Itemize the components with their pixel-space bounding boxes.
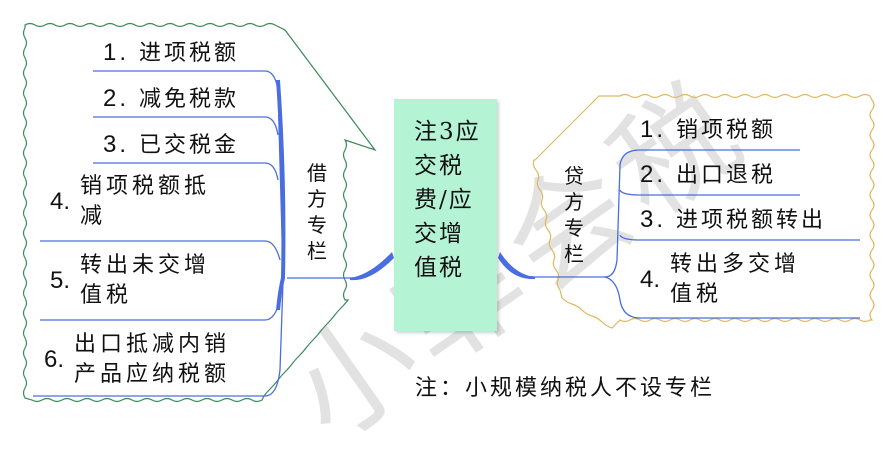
- right-item-2: 2. 出口退税: [640, 161, 777, 188]
- left-item-2: 2. 减免税款: [103, 85, 240, 112]
- left-item-3: 3. 已交税金: [103, 131, 240, 158]
- left-item-4: 4. 销项税额抵减: [50, 174, 211, 229]
- right-group-border: [532, 93, 875, 329]
- right-item-3: 3. 进项税额转出: [640, 206, 827, 233]
- central-node: 注3应交税费/应交增值税: [394, 99, 497, 331]
- left-item-5: 5. 转出未交增值税: [50, 253, 211, 308]
- right-item-1: 1. 销项税额: [640, 116, 777, 143]
- right-item-4: 4. 转出多交增值税: [640, 252, 801, 307]
- footnote: 注：小规模纳税人不设专栏: [415, 376, 716, 401]
- left-tree-lines: [33, 70, 386, 397]
- left-group-border: [22, 22, 377, 403]
- left-item-6: 6. 出口抵减内销产品应纳税额: [44, 332, 231, 387]
- diagram-connectors: [22, 22, 875, 403]
- central-node-label: 注3应交税费/应交增值税: [414, 119, 481, 281]
- right-group-label: 贷方专栏: [564, 164, 584, 266]
- left-group-label: 借方专栏: [307, 161, 327, 263]
- left-item-1: 1. 进项税额: [103, 39, 240, 66]
